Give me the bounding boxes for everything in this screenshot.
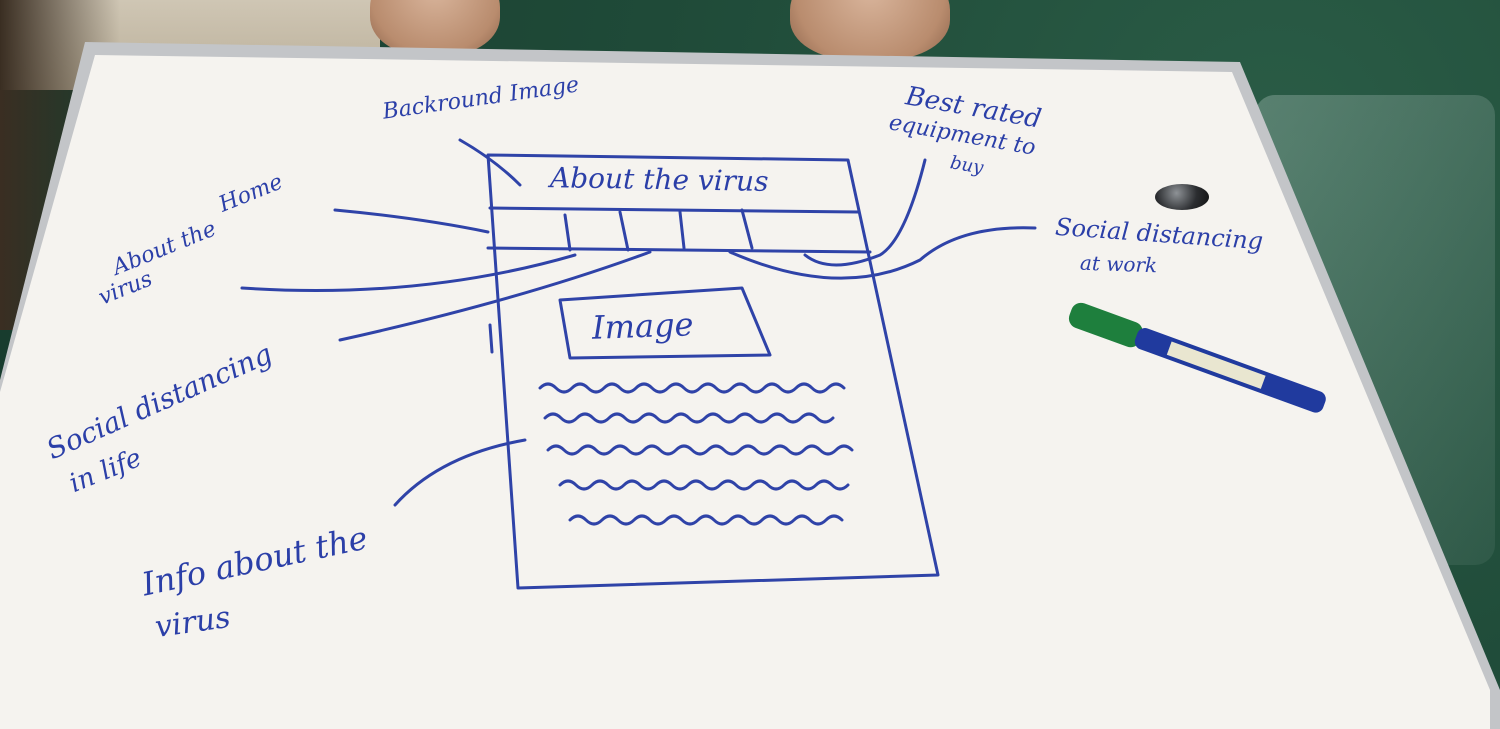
leader-social-distancing-work [728, 226, 1037, 280]
leader-about-the-virus [240, 253, 577, 293]
image-box-outline [558, 286, 772, 360]
label-at-work: at work [1079, 250, 1158, 278]
label-image: Image [591, 305, 695, 347]
nav-tick-3 [678, 210, 686, 250]
marker-label [1166, 341, 1266, 389]
marker-cap [1068, 302, 1143, 348]
text-line-2 [543, 412, 835, 424]
leader-home [333, 208, 490, 234]
leader-info-about-virus [393, 438, 527, 507]
text-line-5 [568, 514, 844, 526]
nav-tick-1 [563, 213, 572, 252]
text-line-4 [558, 479, 850, 491]
nav-tick-2 [618, 210, 630, 252]
board-surface [0, 55, 1490, 729]
nav-tick-4 [740, 208, 754, 250]
marker [1068, 302, 1326, 413]
right-foot [790, 0, 950, 60]
header-divider [488, 206, 860, 214]
left-foot [370, 0, 500, 55]
label-about-the-virus-header: About the virus [549, 161, 769, 198]
ink-strokes [240, 138, 1037, 590]
magnet-icon [1155, 184, 1209, 210]
edge-tick [488, 323, 494, 354]
leader-background-image [458, 138, 522, 187]
text-line-1 [538, 382, 846, 394]
leader-social-distancing-life [338, 250, 652, 342]
text-line-3 [546, 444, 854, 456]
nav-divider [486, 246, 872, 254]
leader-best-rated-equipment [803, 158, 927, 267]
